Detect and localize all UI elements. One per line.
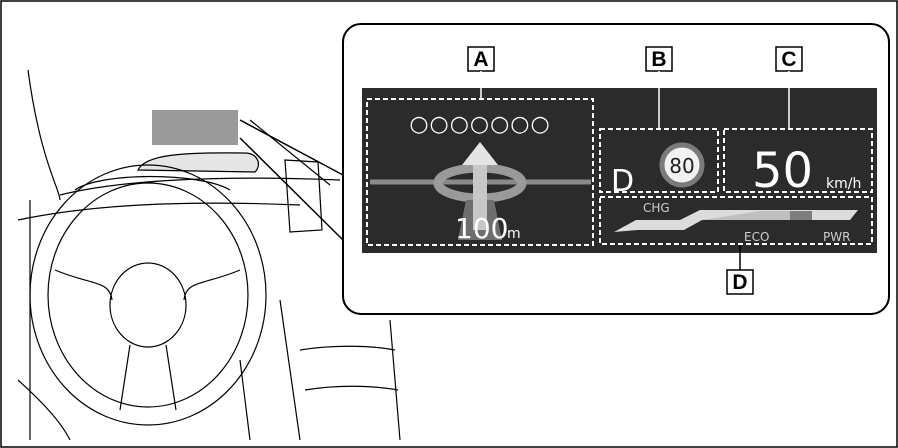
- zone-c-border: [723, 128, 873, 193]
- shift-limit-zone: D 80: [611, 142, 705, 199]
- zone-b-border: [599, 128, 719, 193]
- svg-text:A: A: [473, 48, 488, 71]
- speed-limit-value: 80: [669, 154, 694, 178]
- chg-label: CHG: [643, 201, 670, 215]
- shift-position: D: [611, 164, 634, 199]
- turn-arrow-icon: [462, 142, 498, 230]
- svg-text:B: B: [651, 48, 666, 71]
- windshield-projection: [152, 110, 238, 145]
- eco-label: ECO: [744, 230, 769, 244]
- distance-unit: m: [507, 226, 521, 242]
- zone-a-border: [366, 98, 594, 246]
- steering-wheel: [29, 164, 267, 426]
- speed-limit-sign-icon: [659, 142, 705, 188]
- speed-value: 50: [752, 143, 813, 199]
- hud-projector: [137, 152, 259, 173]
- zone-d-border: [599, 196, 873, 245]
- callout-b: B: [645, 46, 673, 130]
- hybrid-indicator-zone: CHG ECO PWR: [614, 201, 858, 244]
- pwr-label: PWR: [823, 230, 850, 244]
- street-name: ○○○○○○○: [409, 112, 550, 137]
- callout-c: C: [775, 46, 803, 130]
- svg-text:D: D: [732, 271, 747, 294]
- callout-a: A: [467, 46, 495, 100]
- callout-d: D: [726, 244, 754, 295]
- navigation-zone: ○○○○○○○ 100 m: [370, 112, 591, 245]
- speed-unit: km/h: [826, 176, 861, 192]
- center-screen: [284, 159, 323, 233]
- speed-zone: 50 km/h: [752, 143, 861, 199]
- distance-value: 100: [455, 212, 508, 245]
- svg-text:C: C: [781, 48, 796, 71]
